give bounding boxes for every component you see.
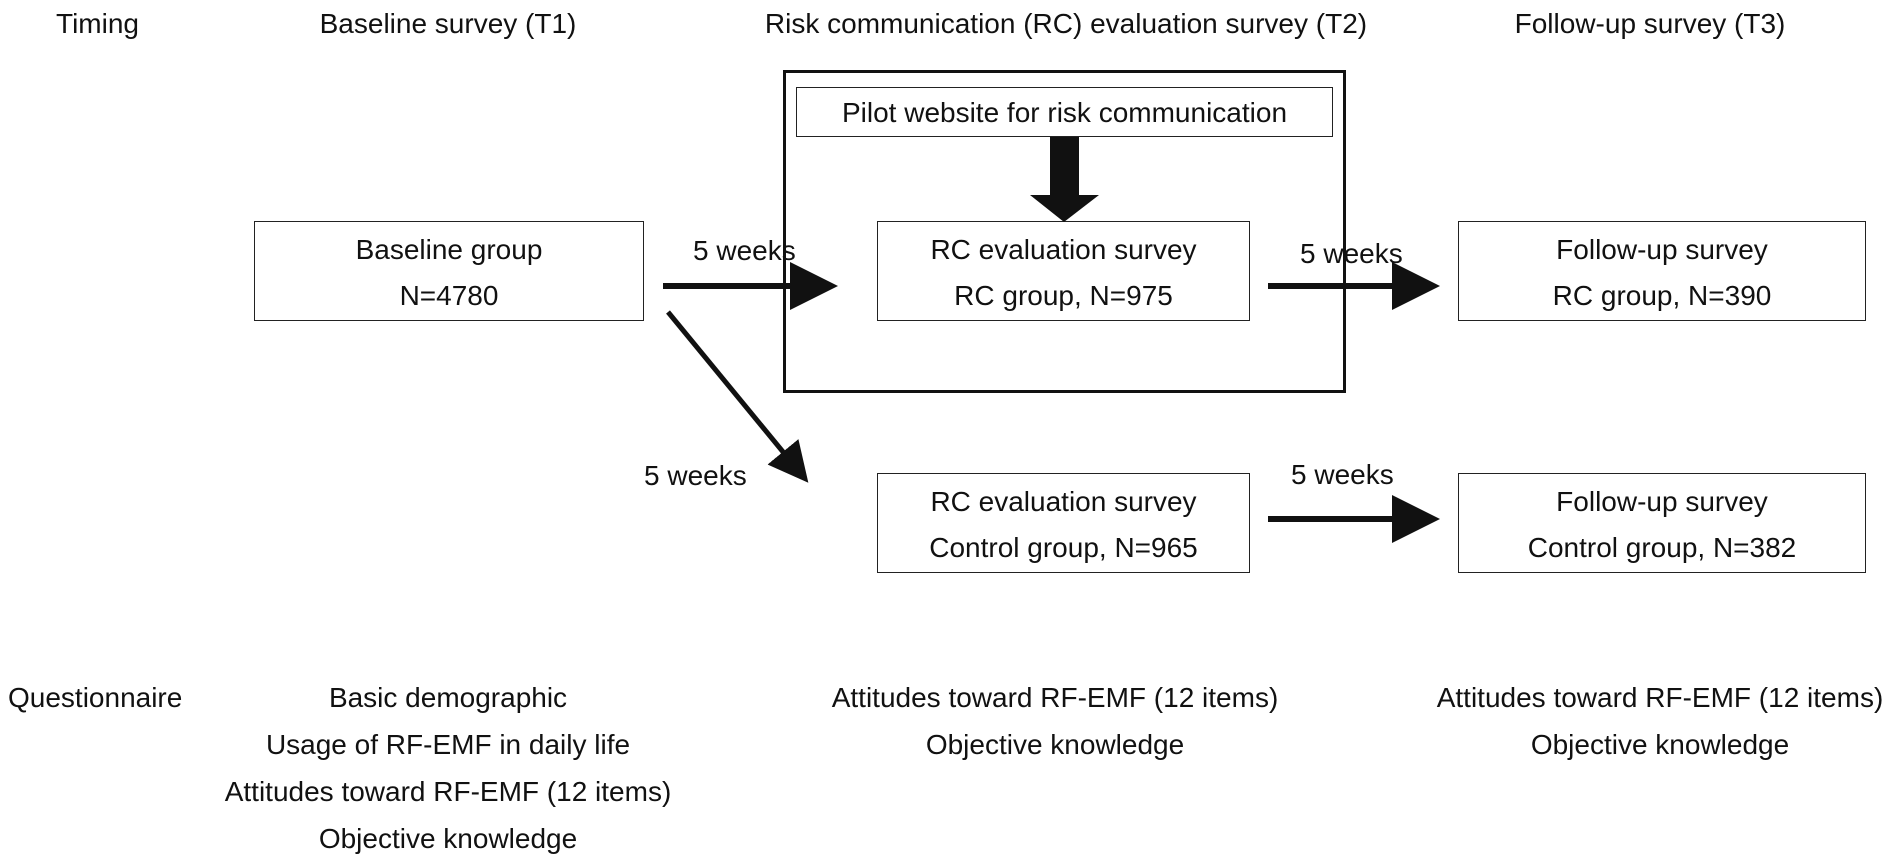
q-t1-item: Attitudes toward RF-EMF (12 items) <box>224 776 672 807</box>
rc-evaluation-title: RC evaluation survey <box>930 234 1197 265</box>
control-evaluation-n: Control group, N=965 <box>929 532 1198 563</box>
control-followup-box: Follow-up survey Control group, N=382 <box>1458 473 1866 573</box>
arrow-label-baseline-rc: 5 weeks <box>693 235 796 266</box>
control-followup-n: Control group, N=382 <box>1527 532 1797 563</box>
q-t2-item: Objective knowledge <box>925 729 1185 760</box>
rc-followup-title: Follow-up survey <box>1556 234 1768 265</box>
q-t1-item: Usage of RF-EMF in daily life <box>265 729 631 760</box>
t2-header: Risk communication (RC) evaluation surve… <box>764 8 1368 39</box>
q-t3-item: Attitudes toward RF-EMF (12 items) <box>1436 682 1884 713</box>
rc-evaluation-n: RC group, N=975 <box>954 280 1173 311</box>
timing-label: Timing <box>56 8 139 39</box>
arrow-label-rc-followup: 5 weeks <box>1300 238 1403 269</box>
baseline-title: Baseline group <box>355 234 543 265</box>
questionnaire-label: Questionnaire <box>8 682 183 713</box>
baseline-to-control-arrow <box>666 310 809 483</box>
t3-header: Follow-up survey (T3) <box>1514 8 1786 39</box>
q-t1-item: Objective knowledge <box>318 823 578 854</box>
q-t3-item: Objective knowledge <box>1530 729 1790 760</box>
rc-evaluation-box: RC evaluation survey RC group, N=975 <box>877 221 1250 321</box>
baseline-n: N=4780 <box>399 280 499 311</box>
rc-intervention-frame <box>783 70 1346 393</box>
rc-followup-n: RC group, N=390 <box>1552 280 1772 311</box>
pilot-website-box: Pilot website for risk communication <box>796 87 1333 137</box>
q-t1-item: Basic demographic <box>328 682 568 713</box>
pilot-website-label: Pilot website for risk communication <box>841 97 1288 128</box>
baseline-group-box: Baseline group N=4780 <box>254 221 644 321</box>
t1-header: Baseline survey (T1) <box>319 8 577 39</box>
control-evaluation-title: RC evaluation survey <box>930 486 1197 517</box>
arrow-label-baseline-control: 5 weeks <box>644 460 747 491</box>
control-followup-title: Follow-up survey <box>1556 486 1768 517</box>
control-evaluation-box: RC evaluation survey Control group, N=96… <box>877 473 1250 573</box>
pilot-down-arrow <box>1030 137 1099 222</box>
rc-followup-box: Follow-up survey RC group, N=390 <box>1458 221 1866 321</box>
arrow-label-control-followup: 5 weeks <box>1291 459 1394 490</box>
q-t2-item: Attitudes toward RF-EMF (12 items) <box>831 682 1279 713</box>
